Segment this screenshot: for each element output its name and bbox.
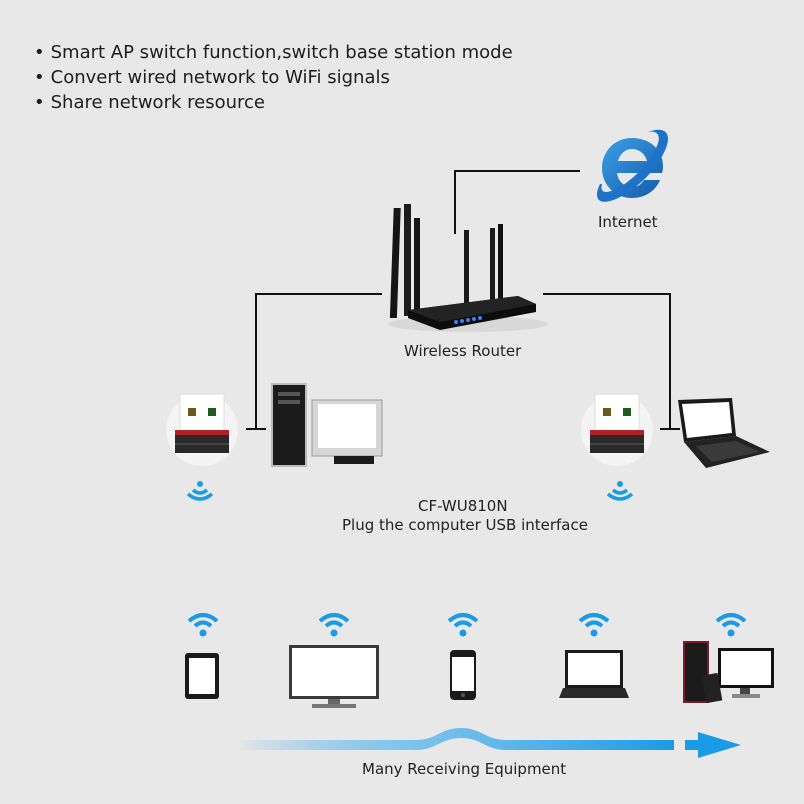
connector-router-pc [255, 293, 257, 429]
wifi-icon [318, 612, 350, 638]
desktop-computer-icon [682, 640, 778, 706]
feature-list: Smart AP switch function,switch base sta… [34, 40, 513, 115]
tv-icon [288, 644, 380, 710]
wireless-router-icon [378, 200, 548, 335]
laptop-icon [676, 396, 772, 472]
connector-router-pc [246, 428, 266, 430]
desktop-computer-icon [268, 380, 388, 470]
feature-item: Smart AP switch function,switch base sta… [34, 40, 513, 65]
connector-router-pc [255, 293, 382, 295]
internet-explorer-icon [592, 124, 672, 206]
usb-adapter-icon [165, 388, 240, 468]
tablet-icon [184, 652, 220, 700]
internet-label: Internet [598, 213, 658, 231]
connector-router-laptop [543, 293, 670, 295]
connector-router-laptop [669, 293, 671, 429]
wifi-signal-icon [604, 480, 636, 506]
router-label: Wireless Router [404, 342, 522, 360]
flow-arrow [236, 720, 746, 764]
connector-router-internet [454, 170, 580, 172]
adapter-model: CF-WU810N [418, 497, 508, 515]
adapter-description: Plug the computer USB interface [342, 516, 588, 534]
usb-adapter-icon [580, 388, 655, 468]
wifi-icon [578, 612, 610, 638]
connector-router-internet [454, 170, 456, 234]
smartphone-icon [449, 649, 477, 701]
wifi-signal-icon [184, 480, 216, 506]
wifi-icon [715, 612, 747, 638]
feature-item: Share network resource [34, 90, 513, 115]
connector-router-laptop [660, 428, 680, 430]
laptop-icon [557, 650, 631, 700]
wifi-icon [447, 612, 479, 638]
receivers-label: Many Receiving Equipment [362, 760, 567, 778]
wifi-icon [187, 612, 219, 638]
feature-item: Convert wired network to WiFi signals [34, 65, 513, 90]
